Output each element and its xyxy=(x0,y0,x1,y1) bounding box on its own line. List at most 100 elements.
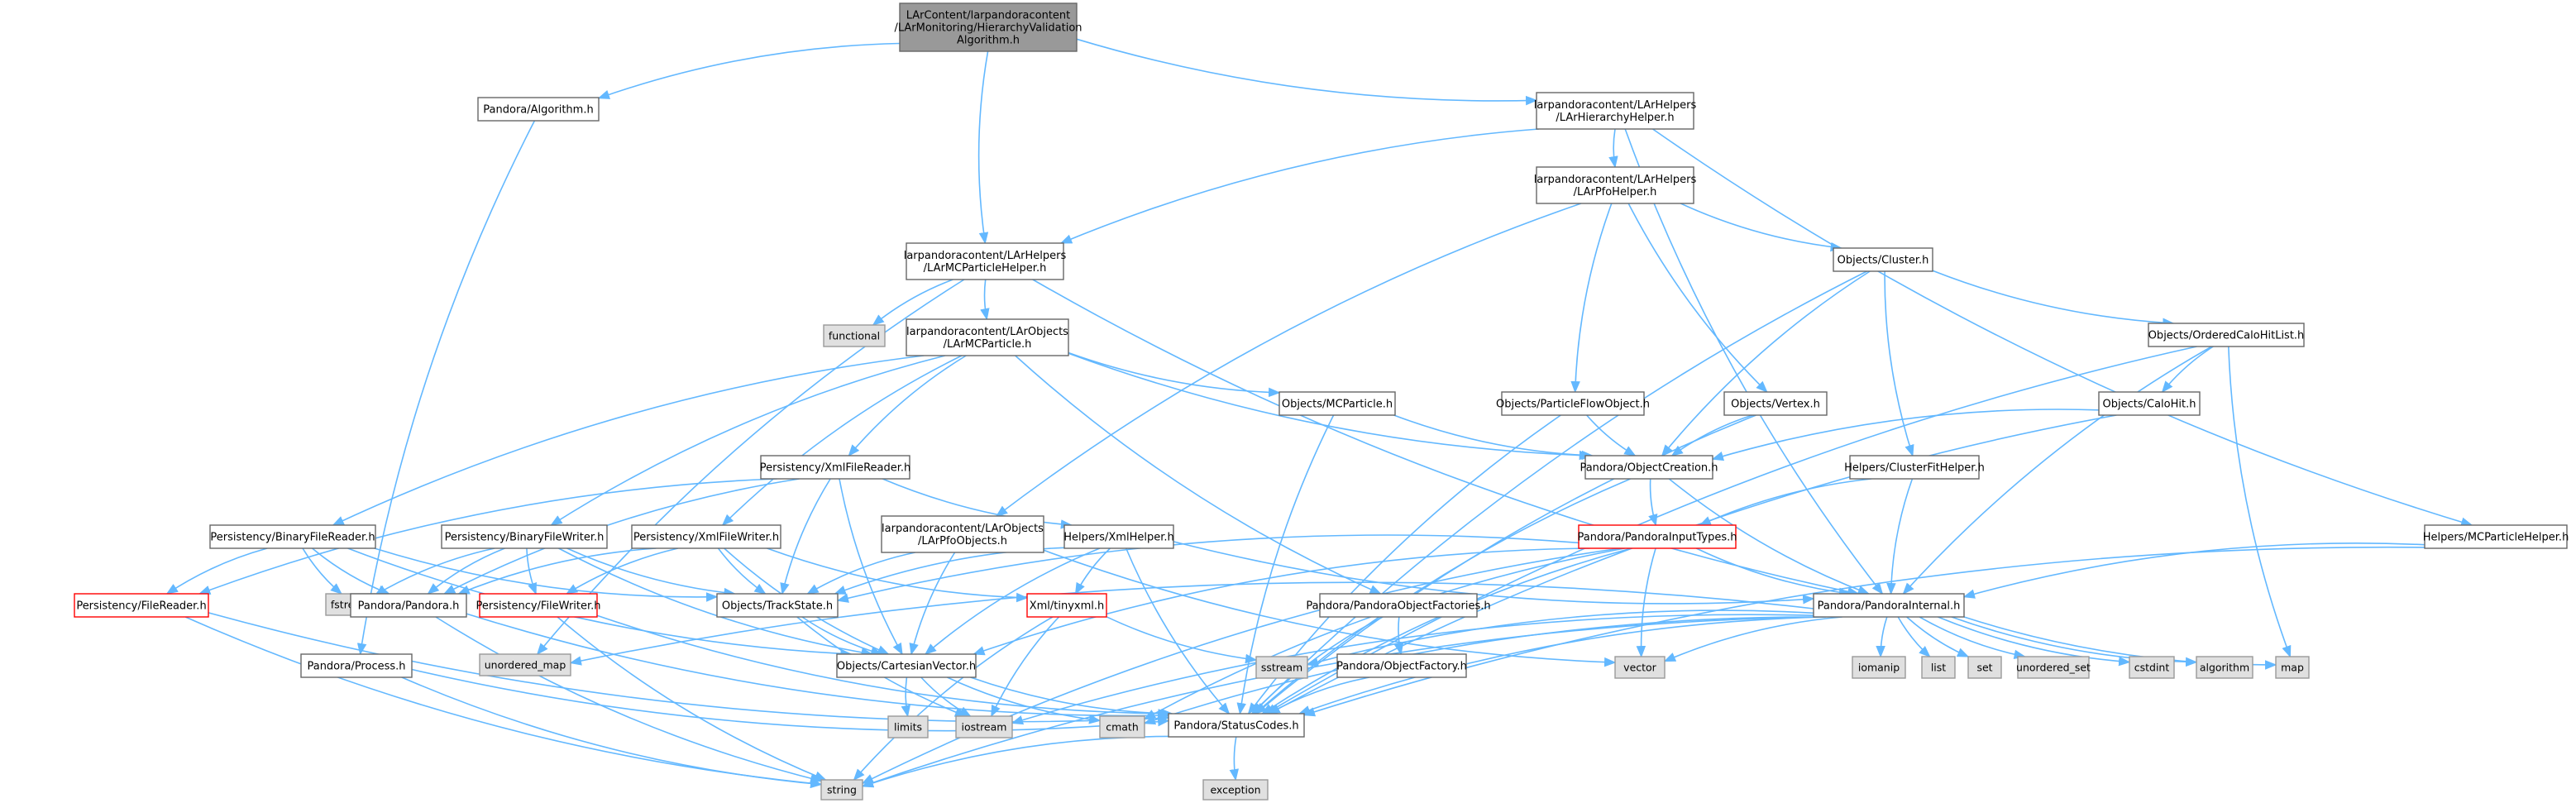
node-binwriter[interactable]: Persistency/BinaryFileWriter.h xyxy=(441,524,608,549)
node-pandorah[interactable]: Pandora/Pandora.h xyxy=(350,593,467,618)
node-objcreation[interactable]: Pandora/ObjectCreation.h xyxy=(1580,455,1718,480)
node-box xyxy=(906,242,1064,280)
edge-mcph-to-pinternal xyxy=(1032,279,1860,596)
edge-vertex-to-objcreation xyxy=(1670,414,1753,456)
node-larpfoobj[interactable]: larpandoracontent/LArObjects/LArPfoObjec… xyxy=(881,515,1044,553)
edge-binwriter-to-cartvec xyxy=(558,547,873,657)
edge-inputtypes-to-trackstate xyxy=(836,534,1580,603)
node-label: Pandora/Pandora.h xyxy=(358,600,460,613)
node-cluster[interactable]: Objects/Cluster.h xyxy=(1833,247,1933,272)
node-label: Algorithm.h xyxy=(957,35,1020,47)
node-label: larpandoracontent/LArHelpers xyxy=(1534,99,1697,112)
node-label: iomanip xyxy=(1858,662,1900,674)
edge-xmlwriter-to-trackstate xyxy=(717,547,767,595)
node-clusterfit[interactable]: Helpers/ClusterFitHelper.h xyxy=(1844,455,1985,480)
node-label: Pandora/Algorithm.h xyxy=(483,104,593,117)
edge-hierh-to-mcphelper2 xyxy=(1652,128,2473,527)
node-box xyxy=(1849,455,1980,480)
edge-xmlreader-to-trackstate xyxy=(780,478,831,595)
edge-larmcp-to-xmlwriter xyxy=(721,355,963,527)
node-calohit[interactable]: Objects/CaloHit.h xyxy=(2098,391,2201,416)
node-xmlhelper[interactable]: Helpers/XmlHelper.h xyxy=(1063,524,1174,549)
node-label: unordered_set xyxy=(2016,662,2091,674)
edge-objfactory-to-statuscodes xyxy=(1267,676,1370,715)
node-box xyxy=(1336,653,1467,678)
node-trackstate[interactable]: Objects/TrackState.h xyxy=(716,593,839,618)
node-label: Persistency/XmlFileWriter.h xyxy=(633,532,779,544)
edge-mcph-to-functional xyxy=(872,279,953,326)
node-process[interactable]: Pandora/Process.h xyxy=(300,653,413,678)
edge-tinyxml-to-sstream xyxy=(1106,616,1258,664)
node-box xyxy=(760,455,910,480)
node-alg[interactable]: Pandora/Algorithm.h xyxy=(477,97,600,122)
edge-cluster-to-statuscodes xyxy=(1251,270,1867,715)
edge-pinternal-to-iostream xyxy=(1011,614,1814,725)
node-mcparticle[interactable]: Objects/MCParticle.h xyxy=(1278,391,1396,416)
node-mcph[interactable]: larpandoracontent/LArHelpers/LArMCPartic… xyxy=(904,242,1067,280)
node-ocl[interactable]: Objects/OrderedCaloHitList.h xyxy=(2148,323,2305,347)
node-pfoh[interactable]: larpandoracontent/LArHelpers/LArPfoHelpe… xyxy=(1534,166,1697,204)
node-vertex[interactable]: Objects/Vertex.h xyxy=(1723,391,1828,416)
node-filereader[interactable]: Persistency/FileReader.h xyxy=(74,593,209,618)
node-label: unordered_map xyxy=(485,659,566,672)
node-label: map xyxy=(2281,662,2304,674)
edge-xmlreader-to-cartvec xyxy=(839,478,903,656)
edge-cartvec-to-cmath xyxy=(947,676,1102,724)
node-pfo[interactable]: Objects/ParticleFlowObject.h xyxy=(1496,391,1650,416)
edge-mcphelper2-to-pinternal xyxy=(1962,543,2425,599)
node-box xyxy=(1852,656,1906,679)
node-hierh[interactable]: larpandoracontent/LArHelpers/LArHierarch… xyxy=(1534,92,1697,130)
edge-pfoh-to-cluster xyxy=(1680,203,1843,252)
node-cartvec[interactable]: Objects/CartesianVector.h xyxy=(836,653,977,678)
node-box xyxy=(2196,656,2253,679)
edge-xmlwriter-to-pandorah xyxy=(457,547,657,595)
edge-larmcp-to-objfactories xyxy=(1015,355,1382,595)
node-filewriter[interactable]: Persistency/FileWriter.h xyxy=(476,593,601,618)
edge-xmlhelper-to-statuscodes xyxy=(1125,547,1231,715)
node-statuscodes[interactable]: Pandora/StatusCodes.h xyxy=(1168,713,1305,738)
node-label: Xml/tinyxml.h xyxy=(1030,600,1105,613)
edge-larpfoobj-to-trackstate xyxy=(806,552,915,595)
edge-xmlreader-to-pandorah xyxy=(443,478,800,595)
node-cmath: cmath xyxy=(1099,715,1145,738)
node-larmcp[interactable]: larpandoracontent/LArObjects/LArMCPartic… xyxy=(906,318,1069,356)
node-box xyxy=(1536,166,1694,204)
node-label: /LArPfoObjects.h xyxy=(918,535,1007,547)
node-label: functional xyxy=(829,330,880,342)
node-label: larpandoracontent/LArObjects xyxy=(906,326,1068,338)
node-functional: functional xyxy=(823,324,886,347)
node-box xyxy=(1833,247,1933,272)
node-root[interactable]: LArContent/larpandoracontent/LArMonitori… xyxy=(894,2,1082,52)
node-objfactory[interactable]: Pandora/ObjectFactory.h xyxy=(1336,653,1467,678)
edge-xmlreader-to-xmlhelper xyxy=(882,478,1073,529)
node-limits: limits xyxy=(887,715,929,738)
node-tinyxml[interactable]: Xml/tinyxml.h xyxy=(1026,593,1107,618)
edge-pinternal-to-statuscodes xyxy=(1298,616,1826,715)
node-label: Persistency/FileWriter.h xyxy=(476,600,600,613)
node-objfactories[interactable]: Pandora/PandoraObjectFactories.h xyxy=(1306,593,1491,618)
node-xmlwriter[interactable]: Persistency/XmlFileWriter.h xyxy=(631,524,781,549)
edge-ocl-to-map xyxy=(2228,346,2292,658)
node-xmlreader[interactable]: Persistency/XmlFileReader.h xyxy=(760,455,911,480)
edge-ocl-to-calohit xyxy=(2161,346,2214,394)
edge-larpfoobj-to-vector xyxy=(1043,549,1617,667)
edge-pinternal-to-iomanip xyxy=(1876,616,1888,658)
node-box xyxy=(887,715,929,738)
node-box xyxy=(2148,323,2305,347)
node-label: Objects/CartesianVector.h xyxy=(837,661,976,673)
node-box xyxy=(1168,713,1305,738)
node-pinternal[interactable]: Pandora/PandoraInternal.h xyxy=(1813,593,1965,618)
node-mcphelper2[interactable]: Helpers/MCParticleHelper.h xyxy=(2423,524,2569,549)
node-label: /LArPfoHelper.h xyxy=(1574,186,1657,198)
node-box xyxy=(716,593,839,618)
node-inputtypes[interactable]: Pandora/PandoraInputTypes.h xyxy=(1577,524,1737,549)
edge-cartvec-to-iostream xyxy=(920,676,972,717)
node-label: Helpers/XmlHelper.h xyxy=(1063,532,1173,544)
edge-larmcp-to-binwriter xyxy=(550,355,946,526)
edge-pfo-to-objcreation xyxy=(1586,414,1637,456)
node-binreader[interactable]: Persistency/BinaryFileReader.h xyxy=(209,524,376,549)
edge-hierh-to-mcph xyxy=(1059,128,1539,244)
node-label: larpandoracontent/LArObjects xyxy=(882,523,1044,535)
node-label: Objects/ParticleFlowObject.h xyxy=(1496,399,1650,411)
